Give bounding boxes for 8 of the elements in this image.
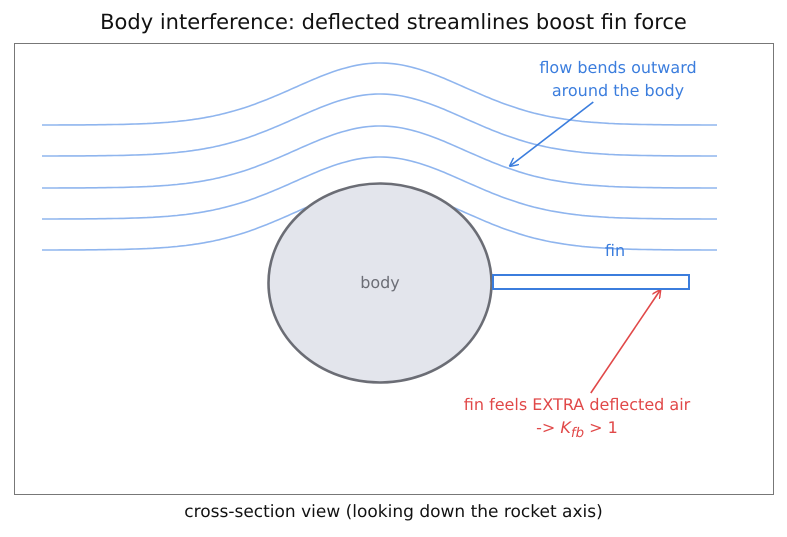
caption: cross-section view (looking down the rocket axis) (183, 502, 604, 522)
annotation-text: flow bends outward around the body (538, 57, 698, 102)
leader-arrow (508, 101, 594, 168)
body-label: body (359, 272, 401, 293)
leader-arrow (590, 288, 662, 394)
annotation-text: fin feels EXTRA deflected air -> K$_{fb}$ > 1 (462, 394, 692, 444)
diagram-title: Body interference: deflected streamlines boost fin force (99, 10, 688, 34)
body-ellipse (267, 182, 493, 384)
